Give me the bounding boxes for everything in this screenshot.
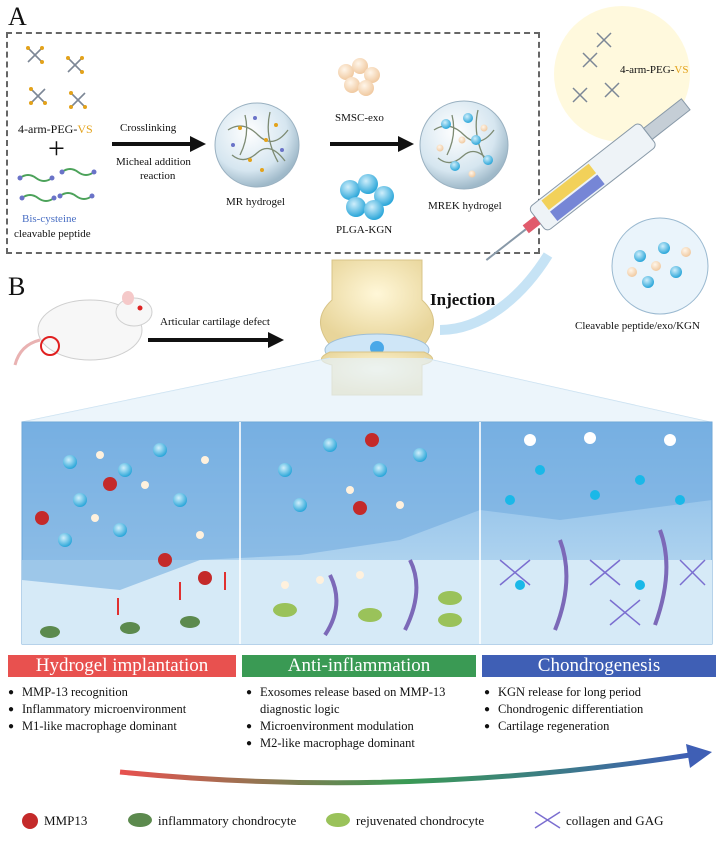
stage-anti-inflammation-header: Anti-inflammation — [242, 655, 476, 677]
bullet-item: Inflammatory microenvironment — [8, 701, 238, 718]
smsc-exo-label: SMSC-exo — [335, 112, 384, 124]
bullet-item: M2-like macrophage dominant — [246, 735, 478, 752]
defect-label: Articular cartilage defect — [160, 316, 270, 328]
anti-inflammation-bullets: Exosomes release based on MMP-13 diagnos… — [246, 684, 478, 752]
cleavable-exo-kgn-label: Cleavable peptide/exo/KGN — [575, 320, 700, 332]
mmp13-legend-icon — [22, 813, 38, 829]
mrek-hydrogel-label: MREK hydrogel — [428, 200, 502, 212]
rat-illustration — [13, 291, 153, 366]
inflammatory-chondrocyte-icon — [128, 813, 152, 827]
plga-kgn-label: PLGA-KGN — [336, 224, 393, 236]
peg-molecules — [27, 47, 86, 108]
reaction-label-1: Micheal addition — [116, 156, 191, 168]
crosslinking-label: Crosslinking — [120, 122, 177, 134]
stage-chondrogenesis-header: Chondrogenesis — [482, 655, 716, 677]
tissue-block — [21, 421, 713, 645]
reaction-label-2: reaction — [140, 170, 176, 182]
bis-cysteine-label: Bis-cysteine — [22, 213, 77, 225]
bullet-item: Chondrogenic differentiation — [484, 701, 716, 718]
bullet-item: MMP-13 recognition — [8, 684, 238, 701]
syringe-illustration — [439, 6, 709, 335]
legend-rejuvenated: rejuvenated chondrocyte — [356, 813, 485, 828]
plga-kgn-cluster — [340, 174, 394, 220]
legend-mmp13: MMP13 — [44, 813, 88, 828]
anti-inflammation-section-markers — [273, 433, 462, 637]
bullet-item: M1-like macrophage dominant — [8, 718, 238, 735]
mrek-hydrogel-sphere — [419, 100, 509, 190]
legend-inflammatory: inflammatory chondrocyte — [158, 813, 297, 828]
bullet-item: Cartilage regeneration — [484, 718, 716, 735]
panel-b-letter: B — [8, 272, 26, 301]
injection-label: Injection — [430, 290, 496, 309]
plus-sign: + — [48, 132, 65, 165]
collagen-gag-icon — [534, 811, 561, 829]
peg-label: 4-arm-PEG-VS — [18, 122, 93, 136]
smsc-exo-cluster — [338, 58, 380, 96]
stage-implantation-header: Hydrogel implantation — [8, 655, 236, 677]
panel-a-dashed-box — [6, 32, 540, 254]
cleavable-peptide-label: cleavable peptide — [14, 228, 91, 240]
legend-collagen: collagen and GAG — [566, 813, 664, 828]
bullet-item: KGN release for long period — [484, 684, 716, 701]
rejuvenated-chondrocyte-icon — [326, 813, 350, 827]
peptide-molecules — [19, 168, 95, 202]
progression-arrow — [119, 752, 691, 786]
bullet-item: Exosomes release based on MMP-13 diagnos… — [246, 684, 478, 718]
implantation-bullets: MMP-13 recognition Inflammatory microenv… — [8, 684, 238, 735]
implantation-section-markers — [35, 443, 226, 638]
chondrogenesis-section-markers — [499, 432, 706, 631]
mr-hydrogel-sphere — [214, 102, 300, 188]
panel-a-letter: A — [8, 2, 27, 31]
bullet-item: Microenvironment modulation — [246, 718, 478, 735]
syringe-peg-label: 4-arm-PEG-VS — [620, 64, 689, 76]
mr-hydrogel-label: MR hydrogel — [226, 196, 285, 208]
chondrogenesis-bullets: KGN release for long period Chondrogenic… — [484, 684, 716, 735]
